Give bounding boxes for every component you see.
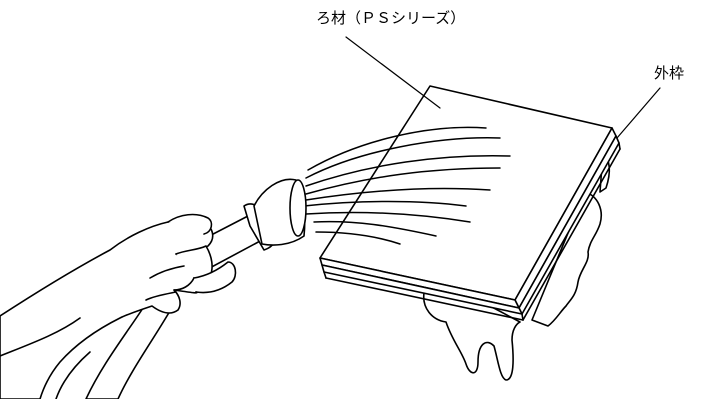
filter-media (319, 85, 621, 321)
water-spray (303, 126, 511, 245)
filter-media-leader (345, 36, 441, 109)
filter-media-label: ろ材（ＰＳシリーズ） (316, 9, 466, 27)
outer-frame-leader (616, 87, 661, 139)
hand-arm (0, 213, 237, 399)
outer-frame-label: 外枠 (654, 64, 685, 82)
